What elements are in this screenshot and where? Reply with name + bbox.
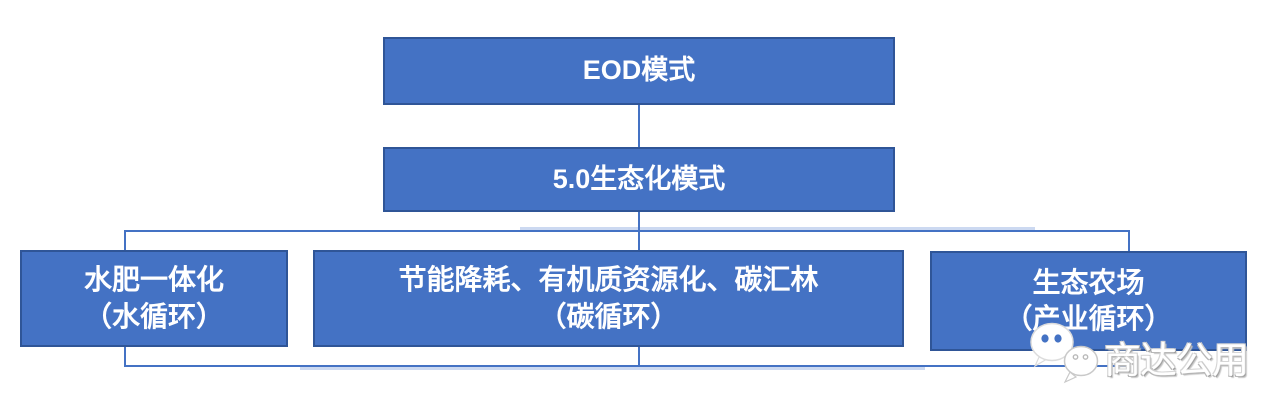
node-eco-mode-label: 5.0生态化模式: [552, 163, 726, 194]
node-industry-cycle-label-line1: 生态农场: [1032, 266, 1145, 298]
node-carbon-cycle: 节能降耗、有机质资源化、碳汇林 （碳循环）: [313, 250, 904, 347]
connector-eod-to-eco: [638, 104, 640, 148]
connector-top-rail-light: [520, 227, 1035, 230]
connector-water-to-rail: [124, 346, 126, 366]
connector-bottom-rail: [124, 365, 1130, 367]
connector-carbon-to-rail: [638, 346, 640, 366]
node-water-cycle-label-line1: 水肥一体化: [83, 264, 224, 296]
node-eod: EOD模式: [383, 37, 895, 105]
node-water-cycle: 水肥一体化 （水循环）: [20, 250, 288, 347]
node-carbon-cycle-label-line1: 节能降耗、有机质资源化、碳汇林: [398, 264, 819, 296]
node-industry-cycle-label-line2: （产业循环）: [1004, 303, 1173, 334]
watermark: 商达公用: [1022, 320, 1272, 390]
node-eod-label: EOD模式: [582, 55, 696, 86]
connector-rail-to-water: [124, 230, 126, 251]
watermark-text: 商达公用: [1104, 340, 1249, 381]
node-carbon-cycle-label-line2: （碳循环）: [538, 300, 679, 332]
connector-bottom-rail-light: [300, 367, 925, 370]
node-water-cycle-label-line2: （水循环）: [83, 300, 224, 332]
connector-top-rail: [124, 230, 1130, 232]
connector-farm-to-rail: [1128, 350, 1130, 366]
connector-eco-to-carbon: [638, 211, 640, 251]
connector-rail-to-farm: [1128, 230, 1130, 252]
wechat-icon: [1030, 322, 1099, 384]
node-eco-mode: 5.0生态化模式: [383, 147, 895, 212]
